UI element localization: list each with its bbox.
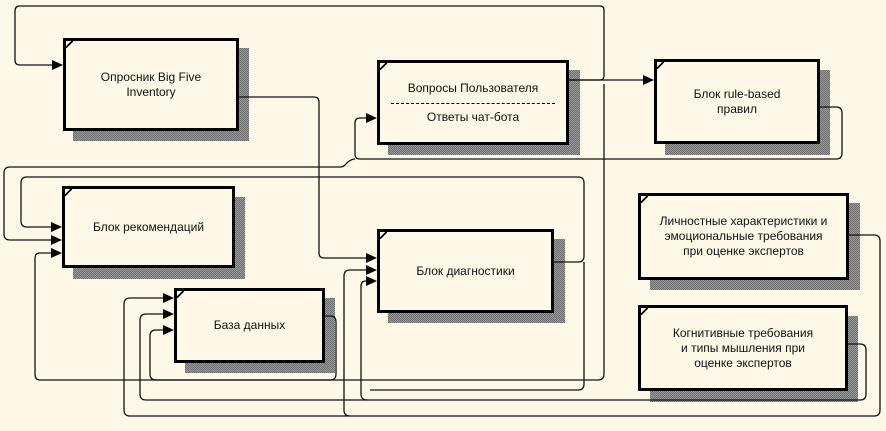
recommendations-box[interactable]: Блок рекомендаций [62,186,235,268]
survey-box[interactable]: Опросник Big Five Inventory [63,38,239,131]
box-corner-mark [640,307,648,315]
box-corner-mark [379,231,387,239]
cognitive-box-label: Когнитивные требования и типы мышления п… [672,325,814,370]
arrowhead-icon [366,276,377,286]
box-corner-mark [176,290,184,298]
diagnostics-box[interactable]: Блок диагностики [377,229,554,313]
survey-box-label: Опросник Big Five Inventory [100,69,202,99]
recommendations-box-label: Блок рекомендаций [92,219,205,234]
connector-cognitive-branch [360,280,369,401]
arrowhead-icon [366,253,377,263]
arrowhead-icon [51,235,62,245]
personality-box-label: Личностные характеристики и эмоциональны… [659,214,828,258]
rules-box-label: Блок rule-based правил [693,86,781,116]
arrowhead-icon [643,75,654,85]
diagnostics-box-label: Блок диагностики [416,263,515,278]
questions-box-label-bottom: Ответы чат-бота [426,109,520,124]
connector-survey-to-diagnostics [239,96,369,259]
arrowhead-icon [51,248,62,258]
questions-box-label-top: Вопросы Пользователя [407,80,539,95]
questions-box[interactable]: Вопросы Пользователя Ответы чат-бота [377,60,569,145]
rules-box[interactable]: Блок rule-based правил [654,59,820,144]
arrowhead-icon [52,60,63,70]
arrowhead-icon [163,325,174,335]
arrowhead-icon [51,222,62,232]
arrowhead-icon [366,113,377,123]
connector-personality-branch [343,269,369,417]
personality-box[interactable]: Личностные характеристики и эмоциональны… [638,193,849,280]
database-box[interactable]: База данных [174,288,325,363]
questions-box-divider [391,102,555,104]
arrowhead-icon [163,293,174,303]
box-corner-mark [64,188,72,196]
box-corner-mark [379,62,387,70]
box-corner-mark [65,40,73,48]
arrowhead-icon [366,265,377,275]
database-box-label: База данных [213,318,286,332]
arrowhead-icon [163,309,174,319]
box-corner-mark [656,61,664,69]
box-corner-mark [640,195,648,203]
cognitive-box[interactable]: Когнитивные требования и типы мышления п… [638,305,848,391]
